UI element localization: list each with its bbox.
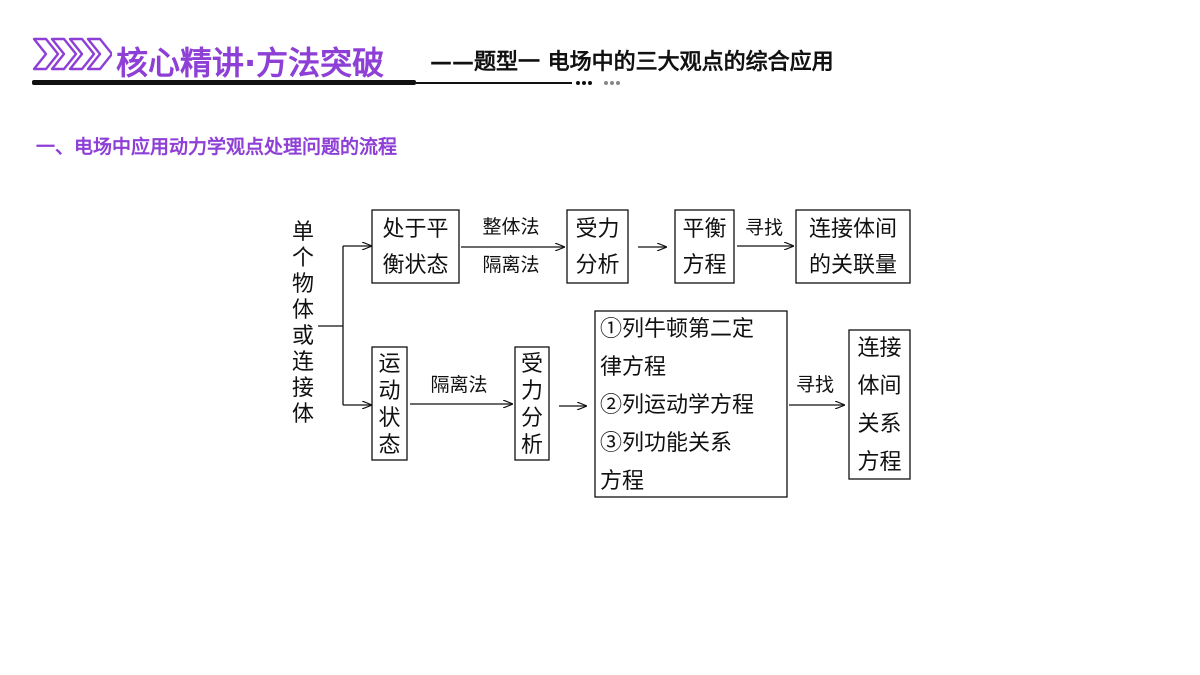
top-box-force-analysis	[566, 209, 629, 284]
start-char: 个	[292, 246, 314, 271]
bottom-box-motion-state-char: 状	[378, 406, 400, 431]
title-underline	[32, 80, 416, 85]
start-char: 接	[292, 376, 314, 401]
bottom-box-motion-state-char: 态	[378, 433, 400, 458]
top-box-connection-quantities-line: 的关联量	[809, 253, 897, 278]
top-box-equilibrium-state-line: 衡状态	[382, 253, 448, 278]
top-arrow-3-label: 寻找	[745, 217, 783, 239]
start-label: 单 个 物 体 或 连 接 体	[292, 220, 314, 427]
bottom-box-motion-state-char: 运	[378, 352, 400, 377]
sub-title: ——题型一 电场中的三大观点的综合应用	[430, 50, 834, 75]
bottom-box-relation-equations-line: 体间	[857, 374, 901, 399]
bottom-box-force-analysis-char: 受	[521, 352, 543, 377]
top-box-equilibrium-state-line: 处于平	[382, 217, 448, 242]
bottom-box-force-analysis-char: 析	[521, 433, 543, 458]
top-box-force-analysis-line: 受力	[575, 217, 619, 242]
bottom-arrow-3-label: 寻找	[796, 374, 834, 396]
bottom-box-motion-state-char: 动	[378, 379, 400, 404]
bottom-box-motion-state	[371, 346, 408, 461]
bottom-box-relation-equations-line: 方程	[857, 450, 901, 475]
title-thin-rule	[416, 82, 572, 84]
top-box-equilibrium-equation-line: 方程	[682, 253, 726, 278]
start-char: 连	[292, 350, 314, 375]
start-char: 单	[292, 220, 314, 245]
start-char: 体	[292, 298, 314, 323]
section-heading: 一、电场中应用动力学观点处理问题的流程	[36, 136, 398, 158]
bottom-box-equations-line: ②列运动学方程	[600, 393, 754, 418]
main-title: 核心精讲·方法突破	[116, 44, 385, 82]
branch-connector	[318, 246, 371, 405]
bottom-arrow-1-label: 隔离法	[430, 374, 487, 396]
top-box-connection-quantities	[795, 209, 911, 284]
top-box-connection-quantities-line: 连接体间	[809, 217, 897, 242]
top-box-force-analysis-line: 分析	[575, 253, 619, 278]
header: 核心精讲·方法突破 ——题型一 电场中的三大观点的综合应用	[0, 0, 1200, 100]
bottom-box-equations-line: ③列功能关系	[600, 431, 732, 456]
bottom-box-equations-line: 方程	[600, 469, 644, 494]
top-arrow-1-label-bottom: 隔离法	[482, 254, 539, 276]
bottom-box-force-analysis-char: 力	[521, 379, 543, 404]
top-arrow-1-label-top: 整体法	[482, 216, 539, 238]
chevrons-icon	[32, 37, 112, 71]
bottom-box-relation-equations	[848, 329, 911, 480]
top-box-equilibrium-state	[371, 209, 460, 284]
top-box-equilibrium-equation-line: 平衡	[682, 217, 726, 242]
bottom-box-equations	[594, 310, 788, 498]
start-char: 物	[292, 272, 314, 297]
bottom-box-force-analysis-char: 分	[521, 406, 543, 431]
bottom-box-relation-equations-line: 连接	[857, 336, 901, 361]
dots-decoration	[576, 81, 620, 85]
top-box-equilibrium-equation	[674, 209, 735, 284]
bottom-box-force-analysis	[514, 346, 550, 461]
bottom-box-equations-line: ①列牛顿第二定	[600, 317, 754, 342]
bottom-box-equations-line: 律方程	[600, 355, 666, 380]
start-char: 体	[292, 402, 314, 427]
start-char: 或	[292, 324, 314, 349]
bottom-box-relation-equations-line: 关系	[857, 412, 901, 437]
